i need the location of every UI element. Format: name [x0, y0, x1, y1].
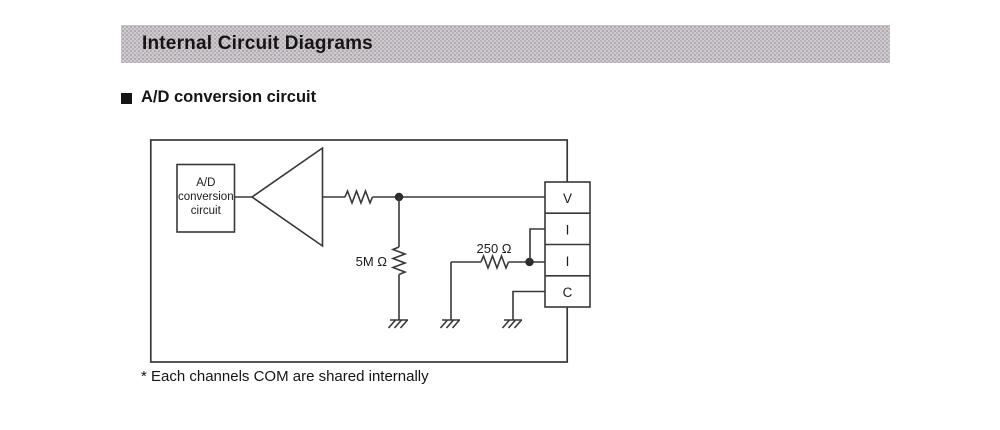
amplifier-triangle-icon	[250, 146, 324, 248]
pulldown-resistor-icon	[390, 246, 408, 276]
terminal-i2-label: I	[566, 254, 570, 269]
page-title: Internal Circuit Diagrams	[142, 33, 373, 54]
ground-icon	[439, 319, 461, 329]
ground-icon	[501, 319, 523, 329]
ground-icon	[387, 319, 409, 329]
wire-com-to-ground	[512, 290, 545, 320]
terminal-v-label: V	[563, 191, 572, 206]
square-bullet-icon	[121, 92, 132, 104]
subsection-heading-label: A/D conversion circuit	[141, 88, 317, 106]
ad-conversion-box	[176, 163, 236, 233]
ad-box-line2: conversion	[178, 191, 234, 203]
terminal-c-label: C	[563, 285, 573, 300]
terminal-dividers	[545, 212, 590, 277]
subsection-heading: A/D conversion circuit	[121, 88, 316, 107]
terminal-block: V I I C	[544, 181, 591, 308]
shunt-resistor-label: 250 Ω	[476, 241, 511, 256]
pulldown-resistor-label: 5M Ω	[356, 254, 388, 269]
section-header-bar: Internal Circuit Diagrams	[121, 25, 890, 63]
terminal-i1-label: I	[566, 223, 570, 238]
series-resistor-icon	[344, 188, 374, 206]
ad-box-line3: circuit	[191, 205, 222, 217]
shunt-resistor-icon	[480, 253, 510, 271]
wire-i1-to-junction	[529, 228, 545, 262]
ad-box-line1: A/D	[196, 177, 215, 189]
footnote: * Each channels COM are shared internall…	[141, 368, 429, 385]
